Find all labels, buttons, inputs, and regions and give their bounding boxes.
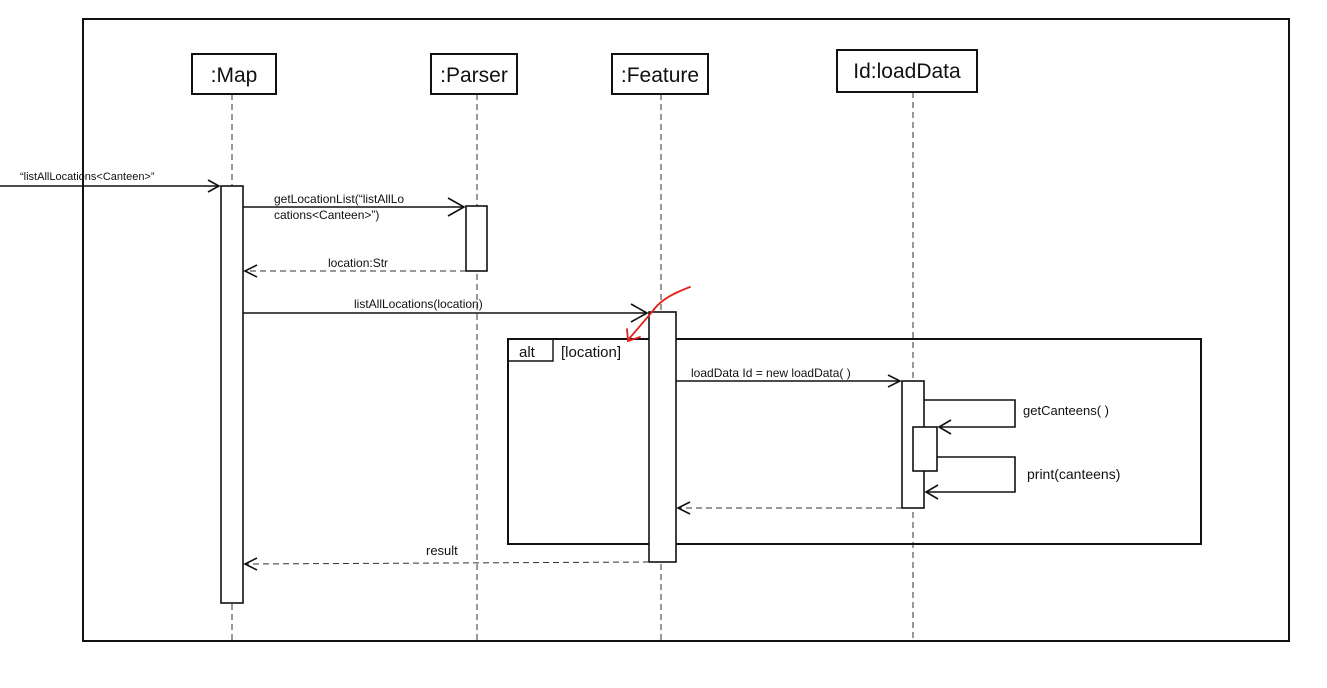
alt-guard-label: [location] (561, 344, 621, 361)
feature-participant: :Feature (611, 53, 709, 95)
get-canteens-self-message: getCanteens( ) (924, 399, 1109, 435)
loaddata-participant-label: Id:loadData (853, 60, 961, 83)
red-annotation-arrow (626, 286, 691, 343)
loaddata-return-message (676, 501, 902, 515)
get-location-list-label-line1: getLocationList(“listAllLo (274, 192, 404, 206)
alt-operator-label: alt (519, 344, 536, 361)
feature-participant-label: :Feature (621, 64, 699, 87)
get-location-list-message: getLocationList(“listAllLo cations<Cante… (243, 192, 466, 222)
new-loaddata-label: loadData Id = new loadData( ) (691, 366, 851, 380)
print-canteens-self-message: print(canteens) (924, 456, 1120, 500)
loaddata-participant: Id:loadData (836, 49, 978, 93)
map-participant: :Map (191, 53, 277, 95)
map-activation (220, 185, 244, 604)
entry-message: “listAllLocations<Canteen>” (0, 171, 221, 193)
new-loaddata-message: loadData Id = new loadData( ) (676, 366, 902, 388)
entry-message-label: “listAllLocations<Canteen>” (20, 171, 155, 183)
get-canteens-label: getCanteens( ) (1023, 403, 1109, 418)
get-location-list-label-line2: cations<Canteen>”) (274, 208, 379, 222)
feature-activation (648, 311, 677, 563)
result-return-message: result (243, 543, 650, 571)
location-return-message: location:Str (243, 256, 466, 278)
diagram-frame (82, 18, 1290, 642)
result-label: result (426, 543, 458, 558)
list-all-locations-message: listAllLocations(location) (243, 297, 649, 323)
location-return-label: location:Str (328, 256, 388, 270)
list-all-locations-label: listAllLocations(location) (354, 297, 483, 311)
parser-participant: :Parser (430, 53, 518, 95)
map-participant-label: :Map (211, 64, 258, 87)
print-canteens-label: print(canteens) (1027, 466, 1120, 482)
alt-fragment: alt [location] (507, 338, 1202, 545)
parser-participant-label: :Parser (440, 64, 508, 87)
loaddata-nested-activation (912, 426, 938, 472)
parser-activation (465, 205, 488, 272)
